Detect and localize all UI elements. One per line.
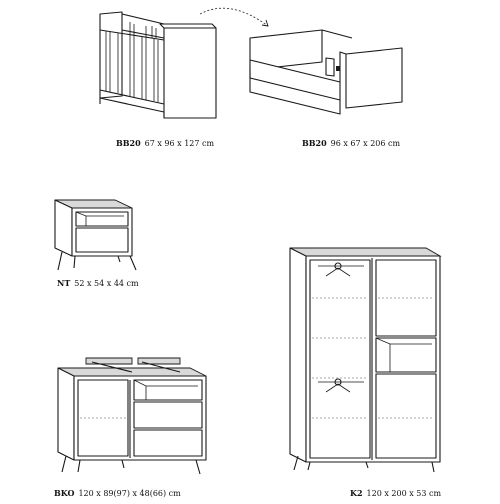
product-dimensions: 120 x 200 x 53 cm <box>366 489 442 498</box>
product-code: BKO <box>54 488 75 498</box>
product-code: BB20 <box>302 138 327 148</box>
crib-illustration <box>99 11 217 119</box>
product-dimensions: 120 x 89(97) x 48(66) cm <box>78 489 181 498</box>
product-code: K2 <box>350 488 363 498</box>
product-dimensions: 52 x 54 x 44 cm <box>74 279 139 288</box>
product-code: BB20 <box>116 138 141 148</box>
product-dimensions: 96 x 67 x 206 cm <box>330 139 401 148</box>
product-code: NT <box>57 278 71 288</box>
junior-bed-illustration <box>249 29 403 115</box>
curved-arrow-icon <box>199 7 269 27</box>
wardrobe-illustration <box>289 247 442 473</box>
product-dimensions: 67 x 96 x 127 cm <box>144 139 215 148</box>
nightstand-illustration <box>54 199 137 271</box>
changing-dresser-illustration <box>57 357 207 475</box>
